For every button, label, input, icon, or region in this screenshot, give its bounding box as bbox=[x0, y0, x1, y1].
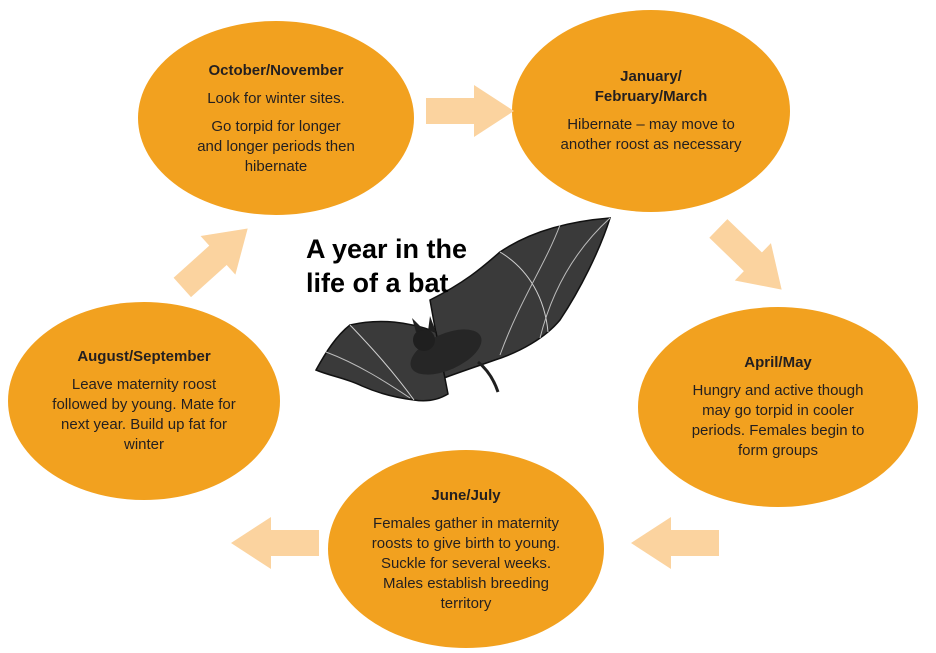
stage-text-line: territory bbox=[440, 594, 492, 612]
stage-title-line: October/November bbox=[208, 61, 344, 79]
stage-title-line: February/March bbox=[594, 88, 708, 105]
stage-circle-apr bbox=[638, 307, 918, 507]
arrow-oct-to-jan bbox=[426, 85, 514, 137]
stage-text-line: Suckle for several weeks. bbox=[380, 554, 552, 572]
stage-text-line: followed by young. Mate for bbox=[52, 396, 236, 413]
stage-title-line: January/ bbox=[620, 68, 682, 85]
arrow-jan-to-apr bbox=[709, 219, 782, 290]
arrow-aug-to-oct bbox=[173, 228, 248, 298]
stage-title: June/July bbox=[431, 486, 500, 506]
stage-title-line: June/July bbox=[431, 486, 501, 504]
stage-october-november: October/November Look for winter sites. … bbox=[138, 22, 414, 215]
stage-text-line: Females gather in maternity bbox=[373, 514, 559, 532]
stage-title-line: April/May bbox=[744, 354, 812, 371]
stage-text-line: Hungry and active though bbox=[692, 382, 864, 399]
stage-april-may: April/May Hungry and active though may g… bbox=[638, 307, 918, 507]
diagram-title-line: life of a bat bbox=[306, 268, 449, 298]
stage-text-line: may go torpid in cooler bbox=[702, 402, 854, 419]
stage-circle-jan bbox=[512, 10, 790, 212]
stage-text-line: Go torpid for longer bbox=[211, 117, 341, 135]
diagram-title-line: A year in the bbox=[306, 234, 468, 264]
stage-january-march: January/ February/March Hibernate – may … bbox=[512, 10, 790, 212]
arrow-jun-to-aug bbox=[231, 517, 319, 569]
bat-illustration-icon bbox=[314, 217, 612, 402]
stage-june-july: June/July Females gather in maternity ro… bbox=[328, 451, 604, 648]
stage-text-line: next year. Build up fat for bbox=[61, 416, 227, 433]
stage-title: October/November bbox=[208, 61, 343, 81]
stage-title: August/September bbox=[77, 347, 210, 367]
stage-text-line: winter bbox=[123, 436, 164, 453]
stage-text-line: Hibernate – may move to bbox=[567, 116, 735, 133]
stage-text-line: periods. Females begin to bbox=[691, 422, 865, 439]
stage-title: April/May bbox=[744, 353, 812, 373]
stage-august-september: August/September Leave maternity roost f… bbox=[8, 302, 280, 500]
stage-text-line: Leave maternity roost bbox=[71, 376, 217, 393]
stage-circle-aug bbox=[8, 302, 280, 500]
stage-title-line: August/September bbox=[77, 348, 211, 365]
stage-text-line: hibernate bbox=[244, 157, 308, 175]
stage-circle-oct bbox=[138, 21, 414, 215]
stage-text-line: Look for winter sites. bbox=[207, 89, 345, 107]
stage-title: January/ February/March bbox=[595, 67, 708, 107]
stage-text-line: Males establish breeding bbox=[383, 574, 549, 592]
stage-text-line: form groups bbox=[737, 442, 819, 459]
stage-text-line: another roost as necessary bbox=[560, 136, 742, 153]
stage-text-line: roosts to give birth to young. bbox=[371, 534, 561, 552]
diagram-title: A year in the life of a bat bbox=[306, 232, 516, 300]
arrow-apr-to-jun bbox=[631, 517, 719, 569]
stage-circle-jun bbox=[328, 450, 604, 648]
stage-text-line: and longer periods then bbox=[197, 137, 355, 155]
